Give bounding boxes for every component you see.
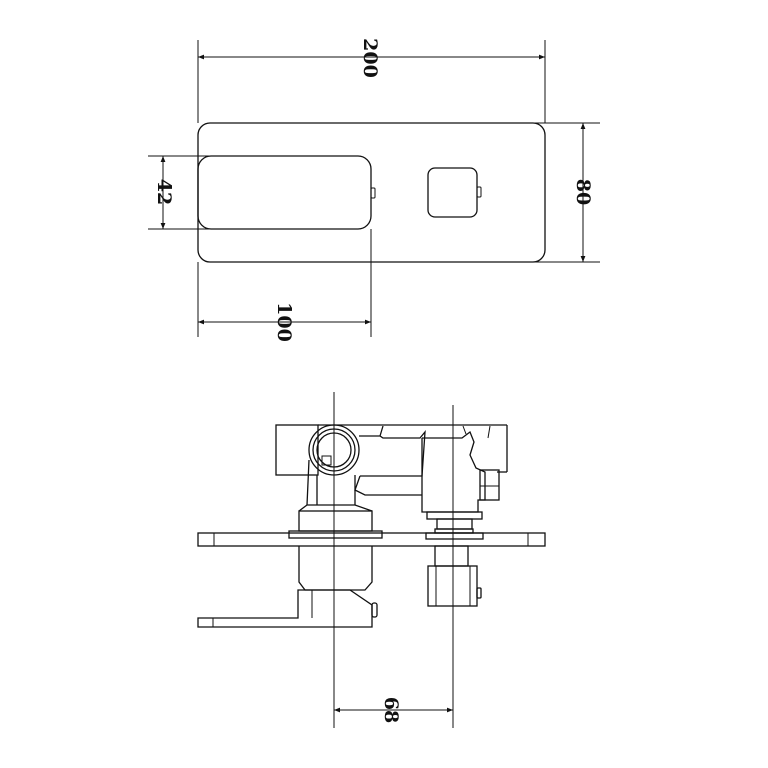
dimension-handle-offset: 100 (197, 229, 372, 342)
diverter-grub-screw (476, 186, 482, 198)
top-view: 200 80 42 100 (148, 38, 600, 342)
diverter-knob-outline (427, 167, 478, 218)
dimension-label-42: 42 (153, 179, 175, 205)
dimension-label-200: 200 (359, 38, 381, 78)
dimension-label-100: 100 (273, 302, 295, 342)
lever-handle-outline (197, 155, 372, 230)
lever-grub-screw (370, 187, 376, 199)
dimension-label-80: 80 (572, 179, 594, 205)
diverter-knob-side (427, 565, 482, 607)
valve-body (275, 424, 508, 513)
dimension-overall-width: 200 (197, 38, 546, 123)
side-view: 68 (197, 392, 546, 728)
side-backplate (197, 532, 546, 547)
diverter-shroud (425, 511, 484, 567)
lever-handle-side (197, 589, 378, 628)
dimension-axis-spacing: 68 (334, 697, 453, 723)
dimension-handle-height: 42 (148, 155, 260, 230)
dimension-overall-height: 80 (532, 122, 600, 263)
dimension-label-68: 68 (380, 697, 402, 723)
mixer-shroud (288, 504, 383, 591)
